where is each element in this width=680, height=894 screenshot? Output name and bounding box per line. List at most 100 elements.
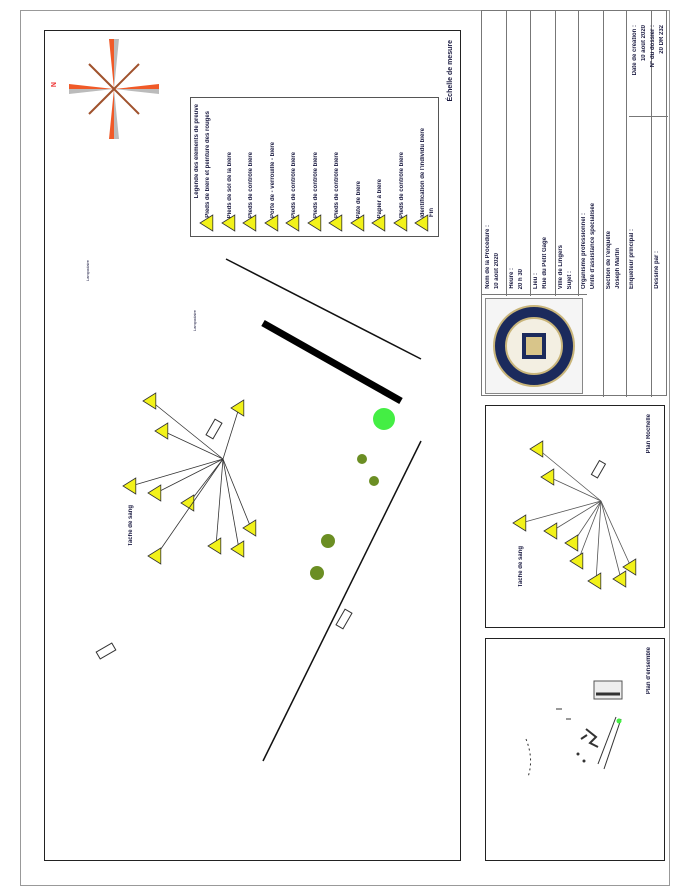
detail-canvas [512, 440, 637, 590]
evidence-marker-icon [328, 214, 343, 232]
grid-line [555, 11, 556, 296]
evidence-marker-icon [285, 214, 300, 232]
title-field-value: Rue du Petit Gage [542, 237, 548, 289]
evidence-leader-line [600, 500, 622, 580]
detail-title: Plan Rochelle [646, 414, 652, 454]
title-file-value: 20 DR 232 [659, 25, 665, 54]
evidence-marker-icon [414, 214, 429, 232]
legend-marker [371, 214, 386, 232]
legend-item-label: Pieds de sol de la bière [226, 151, 233, 218]
drawing-sheet [20, 10, 670, 886]
barrier [261, 319, 403, 405]
evidence-leader-line [537, 448, 602, 502]
highlight-marker [373, 408, 395, 430]
compass-diagonal [88, 88, 115, 115]
evidence-marker-icon [371, 214, 386, 232]
evidence-marker-icon [622, 558, 637, 576]
compass-point [109, 89, 114, 139]
evidence-marker-icon [147, 484, 162, 502]
evidence-leader-line [600, 500, 632, 568]
grid-line [603, 11, 604, 397]
evidence-marker-icon [564, 534, 579, 552]
evidence-marker-icon [207, 537, 222, 555]
title-field-label: Nom de la Procédure : [485, 225, 491, 289]
grid-line [530, 11, 531, 296]
legend-item-label: Pieds de contrôle bière [291, 151, 297, 218]
title-field-value: 10 août 2020 [494, 252, 500, 289]
legend-marker [263, 214, 278, 232]
detail-panel: Plan Rochelle Tache de sang [485, 405, 665, 628]
legend-item-label: Pieds de contrôle bière [248, 151, 254, 218]
evidence-marker-icon [540, 468, 555, 486]
evidence-marker-icon [512, 514, 527, 532]
legend-item-label: Pieds de contrôle bière [312, 151, 319, 218]
road-edge-line [262, 440, 422, 762]
evidence-leader-line [155, 458, 224, 494]
grid-line [506, 11, 507, 296]
evidence-leader-line [577, 500, 602, 562]
vehicle-outline [95, 642, 117, 660]
evidence-marker-icon [392, 214, 407, 232]
evidence-marker-icon [529, 440, 544, 458]
title-field-value: Sujet : [567, 270, 573, 289]
title-field-label: Enquêteur principal : [629, 228, 635, 289]
lamp-label: Lampadaire [85, 260, 90, 282]
evidence-marker-icon [612, 570, 627, 588]
compass-point [109, 39, 114, 89]
legend-marker [285, 214, 300, 232]
grid-line [482, 294, 587, 295]
title-field-value: Unité d'assistance spécialisée [590, 202, 596, 289]
title-date-value: 10 août 2020 [641, 25, 647, 62]
blood-stain-label: Tache de sang [128, 505, 134, 547]
evidence-leader-line [215, 458, 224, 547]
evidence-marker-icon [122, 477, 137, 495]
scale-label: Échelle de mesure [447, 40, 454, 102]
grid-line [651, 11, 652, 397]
legend-item-label: Pieds de contrôle bière [398, 151, 405, 218]
sketch-canvas [69, 39, 422, 762]
title-field-value: Joseph Martin [615, 248, 621, 289]
evidence-marker-icon [587, 572, 602, 590]
title-field-label: Heure : [509, 268, 515, 289]
legend-marker [328, 214, 343, 232]
title-field-label: Dessiné par : [654, 251, 660, 289]
evidence-marker-icon [220, 214, 235, 232]
vehicle-outline [205, 418, 223, 440]
title-field-label: Ville de Lingers [558, 244, 564, 289]
legend-marker [306, 214, 321, 232]
evidence-leader-line [188, 458, 224, 504]
compass-diagonal [113, 63, 140, 90]
evidence-leader-line [222, 458, 240, 550]
legend-marker [242, 214, 257, 232]
legend-marker [349, 214, 364, 232]
evidence-marker-icon [199, 214, 214, 232]
compass-diagonal [113, 88, 140, 115]
evidence-marker-icon [147, 547, 162, 565]
evidence-marker-icon [154, 422, 169, 440]
compass-diagonal [88, 63, 115, 90]
evidence-marker-icon [230, 540, 245, 558]
lamp-label: Lampadaire [192, 310, 197, 332]
evidence-leader-line [520, 500, 602, 524]
evidence-marker-icon [263, 214, 278, 232]
evidence-leader-line [551, 500, 602, 532]
compass-point [114, 89, 119, 139]
compass-point [114, 39, 119, 89]
seal-emblem-icon [493, 305, 575, 387]
detail-blood-label: Tache de sang [518, 546, 524, 588]
legend-item-label: Identification de l'individu bière [420, 128, 426, 218]
compass-point [114, 84, 159, 89]
legend-item-label: Pieds de bière et peinture des rouges [205, 111, 211, 218]
legend-title: Légende des éléments de preuve [194, 104, 200, 199]
north-label: N [51, 82, 58, 88]
evidence-leader-line [155, 458, 224, 557]
grid-line [629, 116, 668, 117]
vehicle-outline [335, 608, 353, 630]
title-field-value: 20 h 30 [518, 268, 524, 289]
legend-item-label: Pieds de contrôle bière [334, 151, 340, 218]
evidence-marker-icon [230, 399, 245, 417]
evidence-marker-icon [142, 392, 157, 410]
legend-end: Fin [429, 208, 435, 217]
overview-title: Plan d'ensemble [646, 647, 652, 695]
